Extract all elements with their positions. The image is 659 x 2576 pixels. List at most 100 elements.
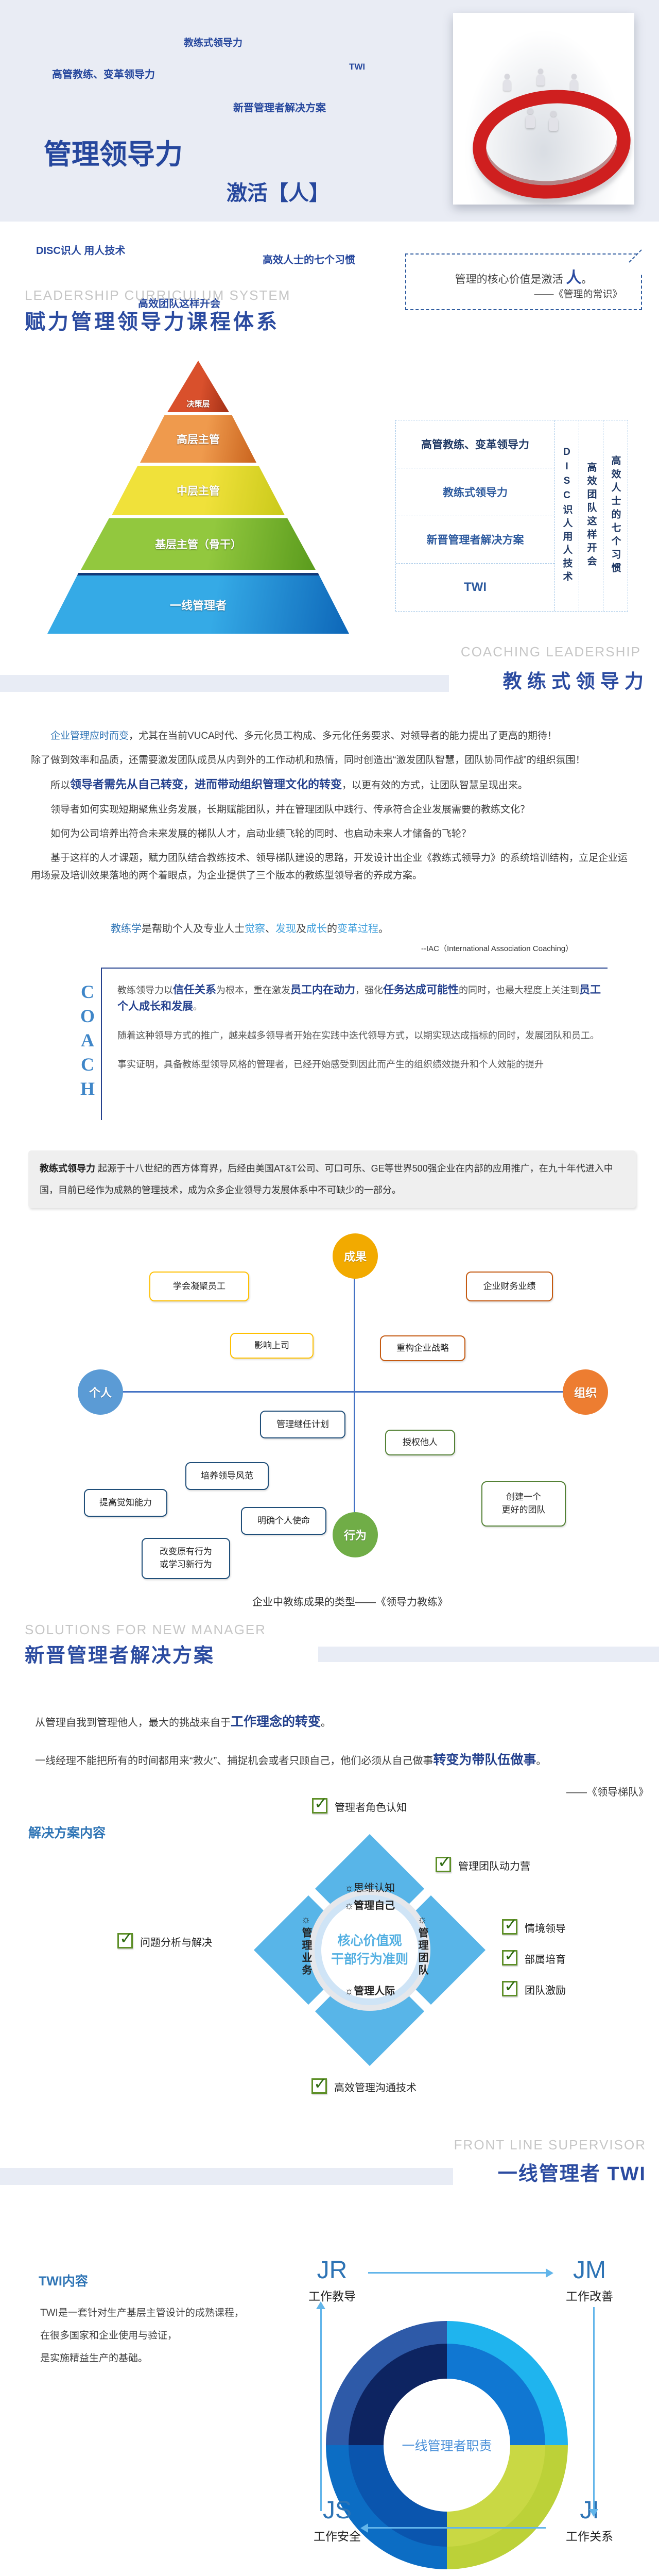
figure-icon <box>548 111 559 131</box>
twi-title: 一线管理者 TWI <box>497 2163 646 2185</box>
text: 教练领导力以 <box>117 985 173 995</box>
term: 教练学 <box>111 923 142 935</box>
text-line: TWI是一套针对生产基层主管设计的成熟课程， <box>40 2308 244 2318</box>
newmgr-eyebrow: SOLUTIONS FOR NEW MANAGER <box>25 1622 266 1637</box>
checkbox-icon <box>502 1945 518 1965</box>
figure-icon <box>570 74 579 91</box>
text: 为根本，重在激发 <box>216 985 290 995</box>
term: 发现 <box>275 923 296 935</box>
label-text: 管理团队 <box>417 1927 428 1977</box>
checkbox-icon <box>502 1914 518 1935</box>
newmgr-paragraph-1: 从管理自我到管理他人，最大的挑战来自于工作理念的转变。 <box>35 1711 632 1730</box>
text: 从管理自我到管理他人，最大的挑战来自于 <box>35 1717 231 1728</box>
arrow-left-icon <box>360 2523 368 2533</box>
text: ，强化 <box>355 985 383 995</box>
letter: H <box>80 1078 95 1099</box>
check-item-motivate: 团队激励 <box>502 1976 566 1997</box>
checkbox-icon <box>117 1928 133 1948</box>
corner-label: 工作关系 <box>566 2530 613 2543</box>
paragraph: 事实证明，具备教练型领导风格的管理者，已经开始感受到因此而产生的组织绩效提升和个… <box>117 1059 544 1070</box>
coaching-definition: 教练学是帮助个人及专业人士觉察、发现及成长的变革过程。 <box>111 920 389 935</box>
corner-label: 工作教导 <box>308 2290 356 2303</box>
photo-floor-shadow <box>453 13 634 205</box>
arrow-jr-to-jm <box>368 2272 546 2274</box>
leadership-pyramid: 决策层 高层主管 中层主管 基层主管（骨干） 一线管理者 <box>44 361 353 634</box>
newmgr-title: 新晋管理者解决方案 <box>25 1645 215 1667</box>
check-item-communication: 高效管理沟通技术 <box>311 2074 417 2094</box>
letter: C <box>81 1054 94 1075</box>
pyramid-layer-2: 高层主管 <box>140 415 256 463</box>
outcome-box: 重构企业战略 <box>380 1335 465 1361</box>
cloud-word-twi: TWI <box>349 62 366 72</box>
text: 、 <box>265 923 275 935</box>
text: 。 <box>321 1717 332 1728</box>
solution-content-heading: 解决方案内容 <box>28 1826 106 1840</box>
course-col-meeting: 高效团队这样开会 <box>579 420 603 611</box>
node-individual: 个人 <box>78 1369 123 1415</box>
letter: O <box>80 1006 95 1026</box>
coaching-eyebrow: COACHING LEADERSHIP <box>460 644 641 659</box>
highlight-text: 转变为带队伍做事 <box>433 1753 536 1767</box>
arrow-up-icon <box>316 2301 325 2309</box>
diamond-label-team: ☼管理团队 <box>415 1914 430 2048</box>
text: 是帮助个人及专业人士 <box>142 923 245 935</box>
outcome-box: 学会凝聚员工 <box>149 1272 249 1301</box>
pyramid-layer-1: 决策层 <box>167 361 229 412</box>
management-quote-box: 管理的核心价值是激活 人。 ——《管理的常识》 <box>405 249 654 310</box>
check-item-develop: 部属培育 <box>502 1945 566 1966</box>
cloud-word-coaching: 教练式领导力 <box>184 38 243 48</box>
center-text-line: 核心价值观 <box>337 1934 402 1948</box>
sun-bullet-icon: ☼ <box>417 1914 428 1927</box>
text: 所以 <box>50 780 71 791</box>
outcome-box: 管理继任计划 <box>260 1411 345 1438</box>
paragraph: 教练领导力以信任关系为根本，重在激发员工内在动力，强化任务达成可能性的同时，也最… <box>117 982 608 1015</box>
coach-description-box: 教练领导力以信任关系为根本，重在激发员工内在动力，强化任务达成可能性的同时，也最… <box>101 968 608 1120</box>
pyramid-layer-5: 一线管理者 <box>47 573 349 634</box>
outcome-box: 提高觉知能力 <box>84 1489 167 1517</box>
solution-diamond-diagram: 核心价值观 干部行为准则 ☼思维认知 ☼管理自己 ☼管理业务 ☼管理团队 ☼管理… <box>0 1834 659 2076</box>
cloud-word-main-title: 管理领导力 <box>44 139 183 170</box>
curriculum-title: 赋力管理领导力课程体系 <box>25 311 280 333</box>
center-text-line: 干部行为准则 <box>331 1952 408 1967</box>
paragraph: 领导者如何实现短期聚焦业务发展，长期赋能团队，并在管理团队中践行、传承符合企业发… <box>50 804 530 815</box>
arrow-js-to-jr <box>320 2309 322 2511</box>
curriculum-table: 高管教练、变革领导力 教练式领导力 新晋管理者解决方案 TWI DISC识人用人… <box>395 420 628 612</box>
text: 。 <box>378 923 389 935</box>
highlight-text: 员工内在动力 <box>290 984 355 996</box>
cloud-word-activate: 激活【人】 <box>227 182 330 205</box>
figure-icon <box>525 108 535 129</box>
text-line: 改变原有行为 <box>160 1547 212 1557</box>
definition-source: --IAC（International Association Coaching… <box>421 944 574 953</box>
cloud-word-disc: DISC识人 用人技术 <box>36 245 126 257</box>
check-label: 管理者角色认知 <box>335 1802 407 1814</box>
paragraph: 如何为公司培养出符合未来发展的梯队人才，启动业绩飞轮的同时、也启动未来人才储备的… <box>50 828 472 839</box>
text-line: 是实施精益生产的基础。 <box>40 2353 148 2364</box>
sun-bullet-icon: ☼ <box>344 1883 354 1894</box>
corner-label: 工作改善 <box>566 2290 613 2303</box>
figure-icon <box>536 69 545 86</box>
check-label: 问题分析与解决 <box>140 1937 212 1948</box>
course-row-newmgr: 新晋管理者解决方案 <box>396 516 554 564</box>
cloud-word-newmgr: 新晋管理者解决方案 <box>233 103 326 114</box>
team-puzzle-circle-photo <box>453 13 635 205</box>
corner-code: JR <box>317 2257 348 2284</box>
coaching-title: 教 练 式 领 导 力 <box>502 671 644 692</box>
check-item-team-camp: 管理团队动力营 <box>436 1852 530 1873</box>
label-text: 管理人际 <box>354 1986 395 1997</box>
highlight-text: 员工个人成长和发展 <box>117 984 601 1012</box>
check-item-situational: 情境领导 <box>502 1914 566 1935</box>
twi-corner-js: JS 工作安全 <box>306 2498 368 2544</box>
corner-code: JM <box>573 2257 606 2284</box>
twi-content-heading: TWI内容 <box>39 2274 88 2289</box>
text: 。 <box>536 1755 547 1767</box>
outcome-box: 培养领导风范 <box>185 1462 269 1490</box>
coaching-intro-paragraphs: 企业管理应时而变，尤其在当前VUCA时代、多元化员工构成、多元化任务要求、对领导… <box>31 727 628 891</box>
label-text: 管理业务 <box>300 1927 311 1977</box>
label-text: 思维认知 <box>354 1883 395 1894</box>
check-label: 高效管理沟通技术 <box>334 2082 417 2094</box>
letter: C <box>81 981 94 1002</box>
horizontal-axis <box>122 1391 566 1393</box>
twi-corner-jr: JR 工作教导 <box>301 2258 363 2304</box>
highlight-text: 任务达成可能性 <box>383 984 459 996</box>
highlight-text: 信任关系 <box>173 984 216 996</box>
